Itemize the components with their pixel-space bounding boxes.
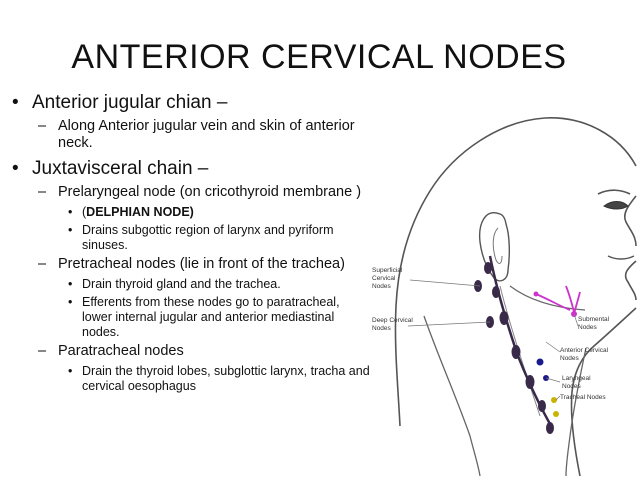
item-text: (	[82, 205, 87, 219]
leader-line	[573, 313, 579, 327]
leader-line	[409, 279, 481, 287]
list-item: – Along Anterior jugular vein and skin o…	[10, 118, 370, 152]
ear-inner	[492, 227, 503, 264]
item-text: Drain the thyroid lobes, subglottic lary…	[82, 364, 370, 393]
bullet-list: • Anterior jugular chian – – Along Anter…	[10, 92, 370, 397]
node	[499, 311, 509, 325]
eye	[603, 201, 629, 210]
label-deep-cervical: Deep Cervical Nodes	[372, 317, 415, 332]
neck-back	[423, 315, 481, 476]
list-item: • Juxtavisceral chain –	[10, 158, 370, 180]
eyebrow	[597, 189, 631, 195]
item-text: Prelaryngeal node (on cricothyroid membr…	[58, 184, 362, 200]
node	[546, 422, 554, 434]
leader-line	[545, 377, 561, 383]
item-text: Juxtavisceral chain –	[32, 158, 209, 179]
laryngeal-node	[536, 358, 544, 366]
slide-title: ANTERIOR CERVICAL NODES	[71, 38, 567, 76]
neck-front	[565, 347, 587, 476]
bullet-marker: •	[68, 277, 73, 291]
item-text: Drain thyroid gland and the trachea.	[82, 277, 281, 291]
bullet-marker: •	[68, 295, 73, 309]
ear-outline	[478, 212, 511, 282]
delphian-node-label: DELPHIAN NODE)	[86, 205, 194, 219]
list-item: • Drain thyroid gland and the trachea.	[10, 277, 370, 292]
head-outline	[394, 117, 637, 476]
leader-line	[407, 321, 491, 327]
label-laryngeal: Laryngeal Nodes	[562, 375, 592, 390]
node	[511, 345, 521, 359]
mouth	[607, 255, 635, 260]
dash-marker: –	[38, 118, 47, 134]
label-tracheal: Tracheal Nodes	[560, 394, 606, 401]
submental-vessels	[535, 285, 581, 315]
submental-node	[533, 291, 539, 297]
dash-marker: –	[38, 184, 47, 200]
item-text: Paratracheal nodes	[58, 343, 184, 359]
neck-lymph-nodes-illustration: Superficial Cervical Nodes Deep Cervical…	[372, 117, 637, 476]
item-text: Drains subgottic region of larynx and py…	[82, 223, 334, 252]
node	[492, 286, 500, 298]
list-item: – Paratracheal nodes	[10, 343, 370, 360]
bullet-marker: •	[68, 205, 73, 219]
label-superficial: Superficial Cervical Nodes	[372, 267, 404, 290]
tracheal-node	[551, 397, 557, 403]
dash-marker: –	[38, 256, 47, 272]
label-submental: Submental Nodes	[578, 316, 611, 331]
bullet-marker: •	[12, 92, 19, 113]
leader-line	[555, 395, 561, 401]
label-anterior-cervical: Anterior Cervical Nodes	[560, 347, 610, 362]
item-text: Efferents from these nodes go to paratra…	[82, 295, 340, 339]
list-item: • Drain the thyroid lobes, subglottic la…	[10, 364, 370, 394]
item-text: Anterior jugular chian –	[32, 92, 228, 113]
list-item: • Anterior jugular chian –	[10, 92, 370, 114]
leader-line	[545, 341, 561, 353]
node	[538, 400, 546, 412]
node	[484, 262, 492, 274]
list-item: – Pretracheal nodes (lie in front of the…	[10, 256, 370, 273]
list-item: • (DELPHIAN NODE)	[10, 205, 370, 220]
list-item: – Prelaryngeal node (on cricothyroid mem…	[10, 184, 370, 201]
dash-marker: –	[38, 343, 47, 359]
list-item: • Drains subgottic region of larynx and …	[10, 223, 370, 253]
list-item: • Efferents from these nodes go to parat…	[10, 295, 370, 340]
bullet-marker: •	[12, 158, 19, 179]
bullet-marker: •	[68, 223, 73, 237]
node	[525, 375, 535, 389]
item-text: Along Anterior jugular vein and skin of …	[58, 118, 355, 151]
jaw-line	[509, 285, 586, 311]
bullet-marker: •	[68, 364, 73, 378]
item-text: Pretracheal nodes (lie in front of the t…	[58, 256, 345, 272]
tracheal-node	[553, 411, 559, 417]
